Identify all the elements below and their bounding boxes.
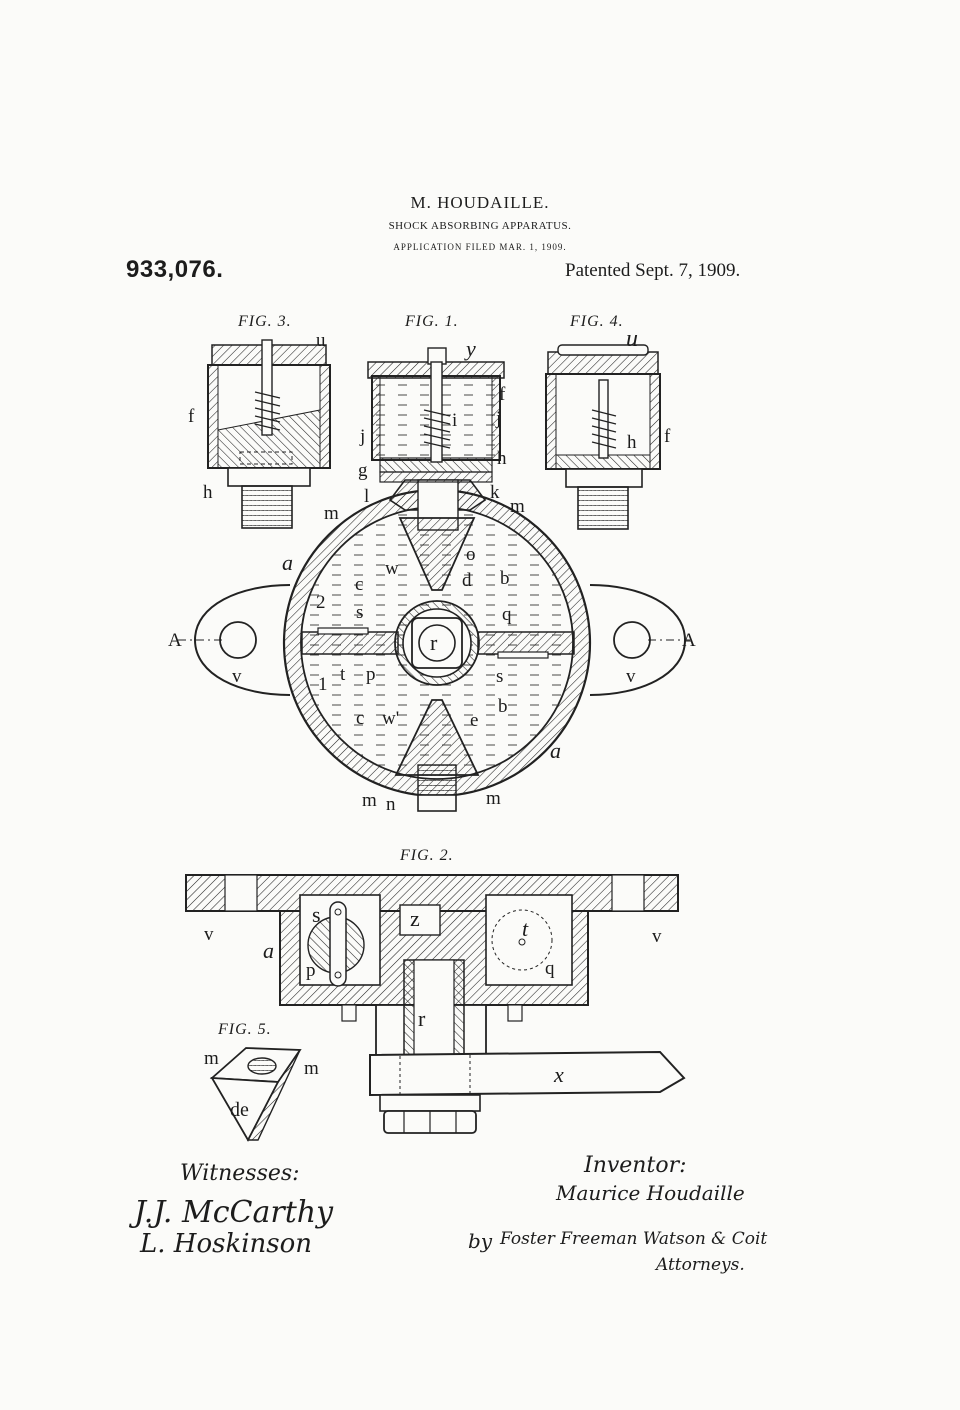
- patent-number: 933,076.: [126, 256, 224, 283]
- label-a-fig2: a: [263, 938, 274, 963]
- inventor-label: Inventor:: [583, 1153, 687, 1178]
- label-t-fig2: t: [522, 916, 529, 941]
- witness-2-signature: L. Hoskinson: [139, 1229, 312, 1259]
- label-o: o: [466, 544, 476, 565]
- figure-3: FIG. 3. u f h: [188, 313, 331, 529]
- label-e: e: [470, 710, 478, 731]
- label-r-fig1: r: [430, 630, 438, 655]
- label-j-left: j: [359, 426, 365, 447]
- label-j-right: j: [495, 408, 501, 429]
- label-v-right: v: [626, 666, 636, 687]
- signature-block: Witnesses: J.J. McCarthy L. Hoskinson In…: [128, 1153, 767, 1275]
- witness-1-signature: J.J. McCarthy: [128, 1195, 334, 1230]
- application-filed: APPLICATION FILED MAR. 1, 1909.: [393, 242, 567, 252]
- label-m-fig5-right: m: [304, 1058, 319, 1079]
- inventor-name: M. HOUDAILLE.: [410, 193, 550, 212]
- fig1-label: FIG. 1.: [404, 313, 459, 330]
- patent-title: SHOCK ABSORBING APPARATUS.: [388, 220, 572, 232]
- label-d: d: [462, 570, 472, 591]
- label-w-prime: w': [382, 708, 399, 729]
- label-l: l: [364, 486, 369, 507]
- label-u-fig4: u: [626, 326, 638, 352]
- label-de: de: [230, 1099, 249, 1121]
- label-m-upper-left: m: [324, 503, 339, 524]
- label-p-fig2: p: [306, 960, 316, 981]
- label-s-left: s: [356, 602, 363, 623]
- label-m-lower-right: m: [486, 788, 501, 809]
- patent-date: Patented Sept. 7, 1909.: [565, 260, 741, 281]
- label-b-lower: b: [498, 696, 508, 717]
- inventor-signature: Maurice Houdaille: [555, 1181, 745, 1205]
- figure-2: FIG. 2. v v s z t a p q: [185, 847, 686, 1134]
- label-h-fig1: h: [497, 448, 507, 469]
- label-q: q: [502, 604, 512, 625]
- label-2: 2: [316, 592, 326, 613]
- label-f-fig4: f: [664, 426, 671, 447]
- figure-4: FIG. 4. u f h: [545, 313, 671, 530]
- label-p: p: [366, 664, 376, 685]
- label-m-fig5-left: m: [204, 1048, 219, 1069]
- label-v-fig2-right: v: [652, 926, 662, 947]
- label-k: k: [490, 482, 500, 503]
- label-u-fig3: u: [316, 330, 326, 351]
- label-f-fig3: f: [188, 406, 195, 427]
- label-A-right: A: [682, 630, 696, 651]
- label-v-left: v: [232, 666, 242, 687]
- figure-1: FIG. 1.: [168, 313, 696, 815]
- label-v-fig2-left: v: [204, 924, 214, 945]
- label-z: z: [410, 906, 420, 931]
- by-label: by: [468, 1229, 493, 1253]
- label-r-fig2: r: [418, 1006, 426, 1031]
- label-c-lower: c: [356, 708, 364, 729]
- label-h-fig4: h: [627, 432, 637, 453]
- label-i: i: [452, 410, 457, 431]
- witnesses-label: Witnesses:: [180, 1161, 300, 1186]
- label-c-upper: c: [355, 574, 363, 595]
- label-y: y: [464, 336, 476, 361]
- fig4-label: FIG. 4.: [569, 313, 624, 330]
- label-q-fig2: q: [545, 958, 555, 979]
- label-t: t: [340, 664, 346, 685]
- attorneys-label: Attorneys.: [654, 1255, 745, 1275]
- label-g: g: [358, 460, 368, 481]
- label-m-upper-right: m: [510, 496, 525, 517]
- label-s-fig2: s: [312, 902, 321, 927]
- label-a-right: a: [550, 738, 561, 763]
- label-a-left: a: [282, 550, 293, 575]
- label-h-fig3: h: [203, 482, 213, 503]
- label-f-fig1: f: [499, 384, 506, 405]
- fig3-label: FIG. 3.: [237, 313, 292, 330]
- label-x: x: [553, 1062, 564, 1087]
- label-A-left: A: [168, 630, 182, 651]
- label-m-lower-left: m: [362, 790, 377, 811]
- attorneys-signature: Foster Freeman Watson & Coit: [499, 1229, 767, 1249]
- label-b-upper: b: [500, 568, 510, 589]
- fig5-label: FIG. 5.: [217, 1021, 272, 1038]
- label-s-right: s: [496, 666, 503, 687]
- label-n: n: [386, 794, 396, 815]
- figure-5: FIG. 5. m m de: [204, 1021, 319, 1142]
- fig2-label: FIG. 2.: [399, 847, 454, 864]
- label-w: w: [385, 558, 399, 579]
- label-1: 1: [318, 674, 328, 695]
